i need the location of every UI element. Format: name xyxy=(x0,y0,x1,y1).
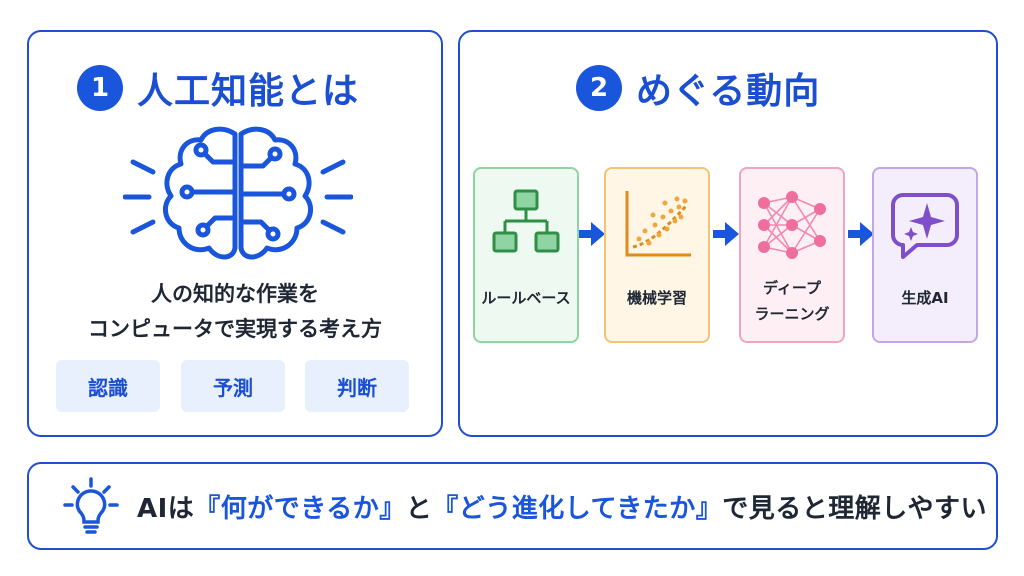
summary-text: AIは『何ができるか』と『どう進化してきたか』で見ると理解しやすい xyxy=(137,488,987,525)
panel-what-is-ai: 1 人工知能とは xyxy=(27,30,443,437)
card-label-line-1: ディープ xyxy=(762,279,822,297)
card-label: 生成AI xyxy=(901,289,949,307)
summary-highlight-2: 『どう進化してきたか』 xyxy=(432,494,723,524)
scatter-plot-icon xyxy=(625,191,691,257)
card-deep-learning: ディープ ラーニング xyxy=(739,167,845,343)
arrow-right-icon xyxy=(579,222,605,246)
summary-highlight-1: 『何ができるか』 xyxy=(194,494,406,524)
sparkle-chat-icon xyxy=(891,193,959,259)
tag-prediction: 予測 xyxy=(181,360,285,412)
heading-trends: 2 めぐる動向 xyxy=(576,62,820,114)
tag-recognition: 認識 xyxy=(56,360,160,412)
section-title: 人工知能とは xyxy=(137,71,360,112)
arrow-right-icon xyxy=(713,222,739,246)
section-title: めぐる動向 xyxy=(636,71,821,112)
card-label: ルールベース xyxy=(481,289,571,307)
card-machine-learning: 機械学習 xyxy=(604,167,710,343)
summary-part: AIは xyxy=(137,494,195,524)
lightbulb-icon xyxy=(63,477,119,534)
card-label: 機械学習 xyxy=(626,289,687,307)
summary-part: と xyxy=(405,494,433,524)
tag-judgment: 判断 xyxy=(305,360,409,412)
step-number-badge: 1 xyxy=(77,65,123,111)
summary-banner: AIは『何ができるか』と『どう進化してきたか』で見ると理解しやすい xyxy=(27,462,998,550)
panel-trends: 2 めぐる動向 ルールベース xyxy=(458,30,998,437)
card-generative-ai: 生成AI xyxy=(872,167,978,343)
heading-what-is-ai: 1 人工知能とは xyxy=(77,62,359,114)
step-number-badge: 2 xyxy=(576,65,622,111)
neural-network-icon xyxy=(758,191,826,259)
brain-circuit-icon xyxy=(123,126,353,260)
card-rule-based: ルールベース xyxy=(473,167,579,343)
description-line-1: 人の知的な作業を xyxy=(151,282,319,306)
summary-part: で見ると理解しやすい xyxy=(722,494,987,524)
description-line-2: コンピュータで実現する考え方 xyxy=(88,317,382,341)
arrow-right-icon xyxy=(848,222,874,246)
card-label-line-2: ラーニング xyxy=(754,305,830,323)
flowchart-icon xyxy=(492,189,560,253)
